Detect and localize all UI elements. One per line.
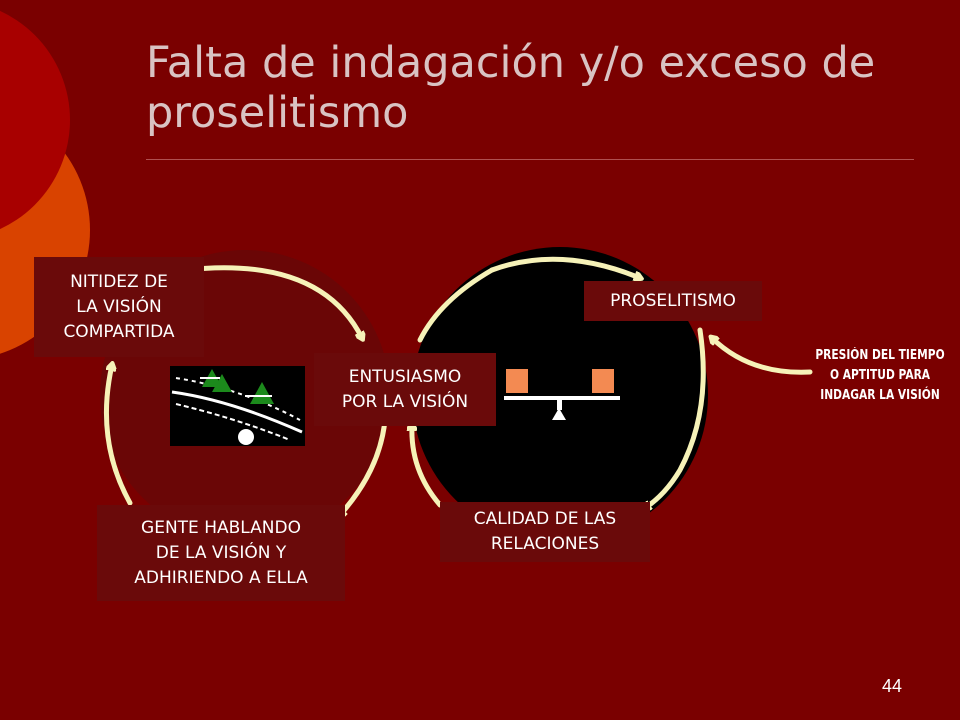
node-entusiasmo: ENTUSIASMO POR LA VISIÓN — [314, 353, 496, 426]
slide-title: Falta de indagación y/o exceso de prosel… — [146, 38, 876, 138]
node-proselitismo: PROSELITISMO — [584, 281, 762, 321]
title-divider — [146, 159, 914, 160]
snowball-hill-icon — [170, 366, 305, 446]
balancing-loop-disk — [412, 247, 708, 543]
arrow-presion-to-proselitismo — [712, 338, 813, 375]
node-presion: PRESIÓN DEL TIEMPO O APTITUD PARA INDAGA… — [815, 348, 945, 403]
arrow-calidad-to-entusiasmo — [412, 425, 443, 508]
arrow-entusiasmo-to-gente — [340, 417, 388, 515]
arrow-entusiasmo-to-proselitismo — [489, 256, 640, 278]
arrow-nitidez-to-entusiasmo — [182, 265, 362, 338]
node-calidad: CALIDAD DE LAS RELACIONES — [440, 502, 650, 562]
balance-scale-icon — [504, 369, 620, 420]
node-nitidez: NITIDEZ DE LA VISIÓN COMPARTIDA — [34, 257, 204, 357]
page-number: 44 — [881, 676, 902, 696]
node-gente: GENTE HABLANDO DE LA VISIÓN Y ADHIRIENDO… — [97, 505, 345, 601]
decor-circle-red — [0, 10, 70, 230]
arrow-proselitismo-to-calidad — [645, 327, 706, 508]
loop-outline-upper-left — [417, 267, 495, 343]
arrow-gente-to-nitidez — [103, 365, 133, 506]
